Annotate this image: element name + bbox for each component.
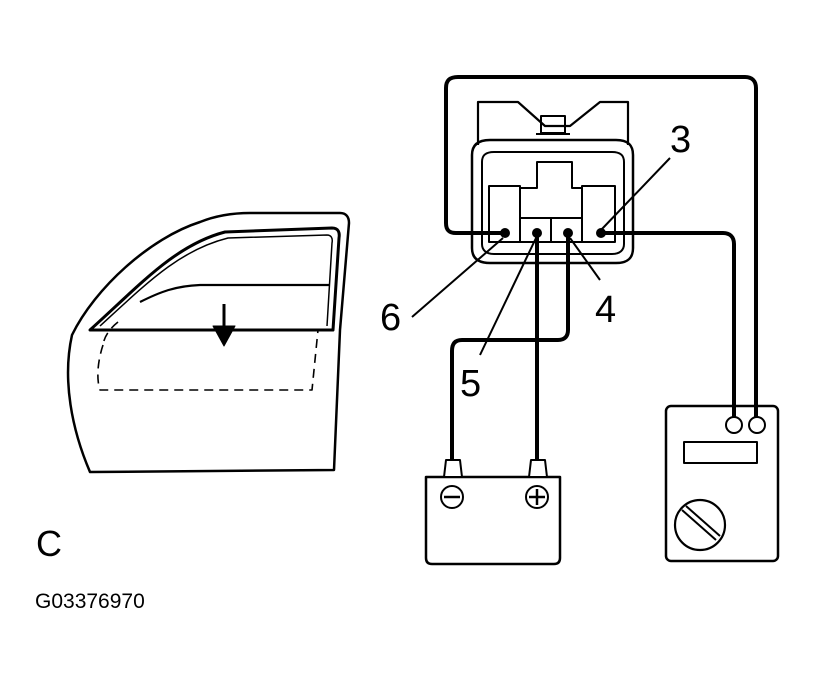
tester-jack-right	[748, 416, 766, 434]
connector-outer-body	[470, 138, 635, 265]
pin-label-5: 5	[460, 363, 481, 405]
tester-dial-icon	[673, 498, 727, 552]
leader-pin-5	[479, 237, 537, 356]
pin-label-3: 3	[670, 119, 691, 161]
pin-4-dot	[563, 228, 573, 238]
wire-pin3-to-tester	[599, 231, 736, 420]
pin-3-dot	[596, 228, 606, 238]
wiring	[444, 75, 758, 462]
leader-pin-3	[600, 157, 671, 231]
door-glass-top-edge	[139, 283, 330, 303]
pin-label-4: 4	[595, 289, 616, 331]
battery-positive-icon	[525, 485, 549, 509]
door-outer-outline	[66, 211, 351, 474]
pin-6-dot	[500, 228, 510, 238]
wire-pin6-to-tester	[444, 75, 758, 420]
door-glass-hidden-outline	[97, 329, 319, 391]
connector-key-notch	[519, 161, 583, 218]
battery-negative-icon	[440, 485, 464, 509]
door-window-frame-inner	[99, 234, 333, 327]
pin-5-dot	[532, 228, 542, 238]
pin-label-6: 6	[380, 297, 401, 339]
battery-positive-post	[528, 459, 548, 478]
door-illustration	[66, 211, 351, 474]
pin-leader-lines	[411, 157, 671, 356]
tester-jack-left	[725, 416, 743, 434]
wire-pin4-to-battery-negative	[450, 231, 570, 462]
window-down-arrow-icon	[212, 325, 236, 347]
battery	[424, 459, 562, 566]
leader-pin-4	[569, 237, 601, 281]
door-window-frame-outer	[88, 226, 341, 332]
connector-pins	[500, 228, 606, 238]
figure-code: G03376970	[35, 590, 145, 613]
tester	[664, 404, 780, 563]
tester-body	[664, 404, 780, 563]
panel-label: C	[36, 523, 62, 564]
battery-negative-post	[443, 459, 463, 478]
battery-body	[424, 475, 562, 566]
door-glass-hidden-curve	[102, 321, 119, 346]
tester-display	[683, 441, 758, 464]
connector-upper-housing	[476, 100, 630, 145]
power-window-switch-connector	[470, 100, 635, 265]
leader-pin-6	[411, 237, 504, 318]
